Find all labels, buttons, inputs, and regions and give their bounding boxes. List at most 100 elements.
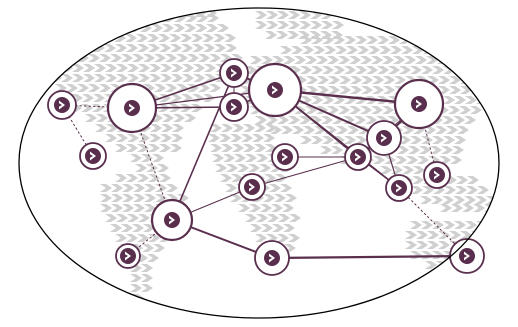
land-chevron [449,76,461,84]
land-chevron [333,96,345,104]
land-chevron [138,214,150,222]
land-chevron [99,54,111,62]
land-chevron [395,156,407,164]
land-chevron [322,66,334,74]
land-chevron [285,194,297,202]
land-chevron [481,56,493,64]
land-chevron [141,14,153,22]
chevron-right-icon [272,85,278,95]
land-chevron [55,54,67,62]
land-chevron [361,76,373,84]
land-chevron [127,134,139,142]
land-chevron [66,84,78,92]
land-chevron [72,64,84,72]
land-chevron [449,86,461,94]
chevron-right-icon [269,253,275,263]
land-chevron [350,76,362,84]
land-chevron [454,136,466,144]
land-chevron [459,56,471,64]
land-chevron [311,36,323,44]
land-chevron [193,74,205,82]
land-chevron [191,34,203,42]
land-chevron [283,224,295,232]
land-chevron [287,31,299,39]
land-chevron [467,46,479,54]
land-chevron [322,136,334,144]
land-chevron [449,231,461,239]
chevron-right-icon [169,215,175,225]
chevron-right-icon [231,102,237,112]
land-chevron [105,134,117,142]
land-chevron [443,66,455,74]
land-chevron [299,11,311,19]
land-chevron [281,126,293,134]
land-chevron [322,36,334,44]
land-chevron [137,234,149,242]
land-chevron [243,144,255,152]
land-chevron [434,46,446,54]
land-chevron [255,21,267,29]
land-chevron [462,204,474,212]
land-chevron [442,116,454,124]
land-chevron [277,116,289,124]
land-chevron [180,34,192,42]
land-chevron [252,134,264,142]
land-chevron [397,146,409,154]
network-link [418,103,438,176]
land-chevron [473,204,485,212]
land-chevron [452,146,464,154]
land-chevron [256,214,268,222]
land-chevron [393,56,405,64]
land-chevron [500,46,512,54]
land-chevron [368,46,380,54]
land-chevron [127,214,139,222]
land-chevron [465,36,477,44]
land-chevron [160,134,172,142]
land-chevron [230,134,242,142]
land-chevron [328,86,340,94]
land-chevron [126,44,138,52]
land-chevron [300,66,312,74]
land-chevron [92,34,104,42]
land-chevron [476,36,488,44]
land-chevron [292,126,304,134]
land-chevron [420,196,432,204]
network-node [150,198,194,242]
land-chevron [147,34,159,42]
land-chevron [427,231,439,239]
land-chevron [266,21,278,29]
land-chevron [105,64,117,72]
land-chevron [344,66,356,74]
land-chevron [421,66,433,74]
land-chevron [466,186,478,194]
land-chevron [198,54,210,62]
network-node [254,240,290,276]
land-chevron [61,74,73,82]
land-chevron [100,204,112,212]
land-chevron [432,251,444,259]
land-chevron [450,156,462,164]
land-chevron [421,221,433,229]
land-chevron [83,74,95,82]
land-chevron [445,46,457,54]
land-chevron [336,126,348,134]
land-chevron [254,144,266,152]
land-chevron [482,231,494,239]
land-chevron [291,46,303,54]
land-chevron [413,166,425,174]
network-node [219,58,249,88]
land-chevron [261,224,273,232]
land-chevron [349,106,361,114]
land-chevron [116,64,128,72]
land-chevron [475,196,487,204]
land-chevron [263,134,275,142]
land-chevron [55,84,67,92]
land-chevron [130,284,142,292]
land-chevron [100,194,112,202]
land-chevron [456,176,468,184]
land-chevron [408,146,420,154]
land-chevron [361,86,373,94]
land-chevron [263,194,275,202]
land-chevron [225,44,237,52]
land-chevron [311,96,323,104]
